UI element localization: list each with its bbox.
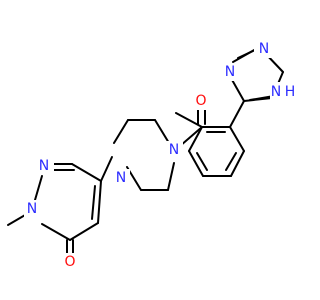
bond <box>34 175 43 201</box>
bond <box>113 119 129 144</box>
atom-nitrogen: N <box>169 142 179 158</box>
bond <box>237 49 256 59</box>
bond <box>230 77 245 102</box>
bond <box>229 126 245 152</box>
atom-nitrogen: N <box>259 41 269 57</box>
bond <box>100 156 113 182</box>
bond <box>230 150 245 177</box>
atom-oxygen: O <box>195 93 206 109</box>
atom-hydrogen: H <box>285 84 296 100</box>
bond <box>167 162 175 191</box>
bond <box>179 126 203 147</box>
bond <box>229 100 245 128</box>
bond <box>154 119 170 144</box>
bonds <box>7 48 284 255</box>
bond <box>196 152 208 171</box>
bond <box>71 163 102 182</box>
atom-nitrogen: N <box>39 158 49 174</box>
bond <box>225 152 237 171</box>
atom-nitrogen: N <box>116 170 126 186</box>
atom-nitrogen: N <box>271 84 281 100</box>
bond <box>69 222 99 241</box>
atom-nitrogen: N <box>27 201 37 217</box>
bond <box>188 150 204 177</box>
atom-oxygen: O <box>64 254 75 270</box>
bond <box>41 223 71 241</box>
molecule-structure-diagram: N N N H O N N N N O <box>7 40 296 271</box>
bond <box>91 185 96 220</box>
bond <box>97 180 102 224</box>
bond <box>188 126 203 152</box>
atom-nitrogen: N <box>225 64 235 80</box>
atom-labels: N N N H O N N N N O <box>24 40 296 271</box>
